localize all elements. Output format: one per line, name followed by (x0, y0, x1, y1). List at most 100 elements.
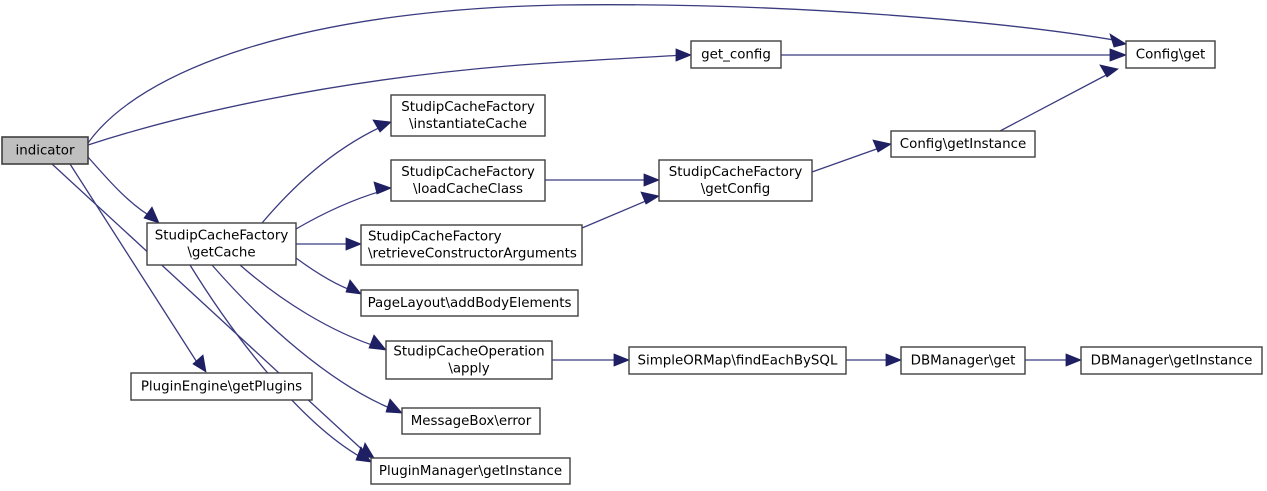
edge-indicator-to-getPlugins (69, 163, 207, 373)
node-label-line1: StudipCacheFactory (401, 165, 535, 180)
node-box[interactable] (390, 94, 546, 137)
edge-dbmanager_get-to-dbmanager_getInst (1025, 353, 1083, 367)
node-label-line1: StudipCacheFactory (368, 230, 502, 245)
node-label-line1: StudipCacheFactory (669, 165, 803, 180)
node-box[interactable] (390, 159, 546, 202)
edge-cacheOpApply-to-findEachBySQL (552, 353, 631, 367)
node-label-line2: \getCache (187, 246, 255, 261)
edge-getConfig-to-config_getInstance (811, 139, 893, 173)
node-label-line1: SimpleORMap\findEachBySQL (638, 354, 838, 369)
node-box[interactable] (146, 222, 297, 266)
edge-line (239, 264, 382, 349)
node-box[interactable] (385, 340, 553, 380)
node-label-line1: StudipCacheOperation (393, 345, 544, 360)
edge-line (211, 264, 398, 412)
arrowhead-icon (640, 191, 661, 205)
graph-node-config_get[interactable]: Config\get (1125, 40, 1216, 69)
edge-line (261, 124, 386, 224)
edge-line (87, 54, 686, 146)
graph-node-cacheOpApply[interactable]: StudipCacheOperation \apply (385, 340, 553, 380)
graph-node-retrieveCtorArgs[interactable]: StudipCacheFactory \retrieveConstructorAr… (360, 224, 583, 266)
arrowhead-icon (1109, 33, 1128, 48)
edge-getCache-to-cacheOpApply (239, 264, 387, 351)
node-label-line1: get_config (701, 48, 771, 63)
arrowhead-icon (1065, 353, 1083, 367)
node-box[interactable] (360, 289, 579, 317)
graph-node-dbmanager_getInst[interactable]: DBManager\getInstance (1080, 346, 1263, 375)
edge-config_getInstance-to-config_get (999, 64, 1119, 132)
node-label-line1: StudipCacheFactory (155, 229, 289, 244)
node-box[interactable] (370, 457, 571, 485)
node-box[interactable] (658, 159, 813, 202)
arrowhead-icon (345, 237, 363, 251)
node-label-line2: \loadCacheClass (413, 182, 523, 197)
node-box[interactable] (900, 346, 1026, 375)
node-label-line2: \retrieveConstructorArguments (368, 247, 577, 262)
node-label-line1: MessageBox\error (411, 414, 532, 429)
node-box[interactable] (401, 407, 541, 435)
arrowhead-icon (1099, 64, 1119, 78)
edge-getCache-to-loadCacheClass (295, 181, 393, 230)
arrowhead-icon (885, 353, 903, 367)
edge-line (295, 189, 386, 230)
node-box[interactable] (1, 136, 89, 165)
node-box[interactable] (690, 40, 782, 69)
edge-line (51, 163, 369, 456)
edge-indicator-to-pluginMgrGetInst (51, 163, 375, 459)
arrowhead-icon (192, 354, 207, 373)
arrowhead-icon (385, 398, 403, 414)
nodes-layer: indicator get_config Config\getStudipCache… (1, 40, 1263, 485)
edge-retrieveCtorArgs-to-getConfig (581, 191, 661, 229)
edge-line (999, 71, 1113, 132)
edge-line (87, 156, 156, 220)
node-label-line2: \getConfig (701, 182, 770, 197)
edges-layer (51, 4, 1128, 463)
graph-node-getPlugins[interactable]: PluginEngine\getPlugins (130, 372, 313, 401)
node-label-line1: DBManager\get (911, 354, 1016, 369)
node-box[interactable] (1080, 346, 1263, 375)
edge-line (69, 163, 201, 368)
edge-get_config-to-config_get (781, 48, 1128, 62)
graph-node-config_getInstance[interactable]: Config\getInstance (890, 130, 1036, 158)
graph-node-pluginMgrGetInst[interactable]: PluginManager\getInstance (370, 457, 571, 485)
arrowhead-icon (345, 279, 362, 295)
graph-node-loadCacheClass[interactable]: StudipCacheFactory \loadCacheClass (390, 159, 546, 202)
arrowhead-icon (643, 173, 661, 187)
arrowhead-icon (613, 353, 631, 367)
arrowhead-icon (372, 119, 392, 133)
edge-line (295, 257, 357, 293)
node-label-line1: PluginEngine\getPlugins (141, 380, 302, 395)
node-label-line2: \apply (448, 362, 489, 377)
arrowhead-icon (368, 334, 387, 351)
edge-loadCacheClass-to-getConfig (545, 173, 661, 187)
graph-node-messageBoxError[interactable]: MessageBox\error (401, 407, 541, 435)
arrowhead-icon (1109, 48, 1128, 62)
node-label-line1: PluginManager\getInstance (379, 464, 562, 479)
node-box[interactable] (130, 372, 313, 401)
node-box[interactable] (628, 346, 847, 375)
node-box[interactable] (360, 224, 583, 266)
edge-indicator-to-config_get (87, 4, 1128, 144)
graph-node-instantiateCache[interactable]: StudipCacheFactory\instantiateCache (390, 94, 546, 137)
node-label-line1: PageLayout\addBodyElements (368, 296, 572, 311)
node-label-line1: indicator (16, 144, 75, 159)
edge-getCache-to-messageBoxError (211, 264, 403, 414)
node-box[interactable] (1125, 40, 1216, 69)
graph-node-findEachBySQL[interactable]: SimpleORMap\findEachBySQL (628, 346, 847, 375)
graph-node-get_config[interactable]: get_config (690, 40, 782, 69)
arrowhead-icon (872, 139, 893, 153)
node-label-line1: Config\get (1136, 48, 1205, 63)
graph-node-getCache[interactable]: StudipCacheFactory \getCache (146, 222, 297, 266)
edge-line (87, 4, 1121, 144)
graph-node-indicator[interactable]: indicator (1, 136, 89, 165)
edge-indicator-to-getCache (87, 156, 160, 224)
node-label-line2: \instantiateCache (409, 117, 527, 132)
graph-node-addBodyElements[interactable]: PageLayout\addBodyElements (360, 289, 579, 317)
node-box[interactable] (890, 130, 1036, 158)
graph-node-dbmanager_get[interactable]: DBManager\get (900, 346, 1026, 375)
node-label-line1: DBManager\getInstance (1091, 354, 1253, 369)
arrowhead-icon (355, 446, 372, 463)
graph-node-getConfig[interactable]: StudipCacheFactory \getConfig (658, 159, 813, 202)
